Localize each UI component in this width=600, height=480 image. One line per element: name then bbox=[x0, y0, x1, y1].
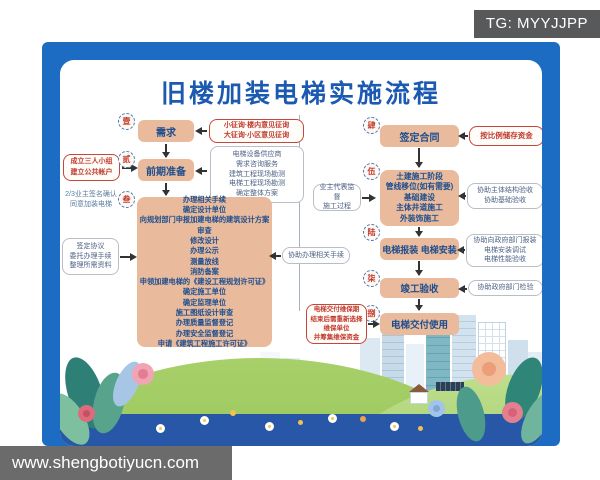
step1-note: 小征询·楼内意见征询大征询·小区意见征询 bbox=[209, 119, 304, 143]
arrow-step2-left bbox=[122, 164, 138, 172]
bud-dot-icon bbox=[230, 410, 236, 416]
step4-note: 按比例储存资金 bbox=[469, 126, 542, 146]
flower-icon bbox=[502, 402, 523, 423]
daisy-icon bbox=[156, 424, 165, 433]
arrow-step7-step8 bbox=[415, 299, 423, 311]
house-roof-icon bbox=[409, 384, 429, 392]
step3-left-note: 签定协议委托办理手续整理所需资料 bbox=[62, 238, 119, 275]
step8-left-note: 电梯交付维保期结束后需重新选择维保单位并筹集维保资金 bbox=[306, 304, 367, 344]
tg-watermark-badge: TG: MYYJJPP bbox=[473, 10, 600, 38]
arrow-step6-note bbox=[457, 246, 465, 254]
step8-badge: 捌 bbox=[363, 305, 380, 322]
step5-left-note: 业主代表监督施工过程 bbox=[313, 184, 361, 211]
step5-badge: 伍 bbox=[363, 163, 380, 180]
daisy-icon bbox=[200, 416, 209, 425]
step4-badge: 肆 bbox=[363, 117, 380, 134]
step6-badge: 陆 bbox=[363, 224, 380, 241]
house-icon bbox=[410, 392, 428, 404]
arrow-assist-step3 bbox=[269, 252, 281, 260]
arrow-step4-note bbox=[458, 132, 468, 140]
arrow-step8-left bbox=[368, 320, 380, 328]
step2-box: 前期准备 bbox=[138, 159, 194, 181]
step6-box: 电梯报装 电梯安装 bbox=[380, 238, 459, 260]
step7-badge: 柒 bbox=[363, 270, 380, 287]
bud-dot-icon bbox=[418, 426, 423, 431]
site-watermark: www.shengbotiyucn.com bbox=[0, 446, 232, 480]
flower-icon bbox=[78, 405, 95, 422]
arrow-step4-step5 bbox=[415, 148, 423, 168]
daisy-icon bbox=[328, 414, 337, 423]
flower-icon bbox=[132, 363, 154, 385]
step3-box: 办理相关手续确定设计单位向规划部门申报加建电梯的建筑设计方案审查修改设计办理公示… bbox=[137, 195, 272, 348]
daisy-icon bbox=[390, 422, 399, 431]
arrow-step3-left bbox=[120, 253, 137, 261]
step4-box: 签定合同 bbox=[380, 125, 459, 147]
step5-right-note: 协助主体结构验收协助基础验收 bbox=[467, 183, 542, 209]
solar-panel-icon bbox=[436, 382, 464, 391]
city-park-illustration bbox=[60, 60, 542, 446]
step8-box: 电梯交付使用 bbox=[380, 313, 459, 335]
step2-badge: 贰 bbox=[118, 151, 135, 168]
step7-box: 竣工验收 bbox=[380, 278, 459, 298]
arrow-step1-step2 bbox=[162, 144, 170, 158]
step1-badge: 壹 bbox=[118, 113, 135, 130]
arrow-step6-step7 bbox=[415, 261, 423, 276]
step2-left-note: 成立三人小组建立公共帐户 bbox=[63, 154, 120, 181]
poster-frame: 旧楼加装电梯实施流程 壹 需求 小征询·楼内意见征询大征询·小区意见征询 成立三… bbox=[42, 42, 560, 446]
arrow-step2-step3 bbox=[162, 183, 170, 196]
arrow-step7-note bbox=[458, 285, 467, 293]
poster-card: 旧楼加装电梯实施流程 壹 需求 小征询·楼内意见征询大征询·小区意见征询 成立三… bbox=[60, 60, 542, 446]
bud-dot-icon bbox=[360, 416, 366, 422]
flower-icon bbox=[472, 352, 506, 386]
owner-consent-note: 2/3业主签名确认同意加装电梯 bbox=[65, 191, 117, 209]
step3-badge: 叁 bbox=[118, 191, 135, 208]
step5-box: 土建施工阶段管线移位(如有需要)基础建设主体井道施工外装饰施工 bbox=[380, 170, 459, 226]
step1-box: 需求 bbox=[138, 120, 194, 142]
column-divider bbox=[299, 115, 300, 311]
step7-right-note: 协助政府部门检验 bbox=[468, 280, 542, 296]
step2-right-note: 电梯设备供应商需求咨询服务建筑工程现场勘测电梯工程现场勘测确定整体方案 bbox=[210, 146, 304, 203]
assist-procedures-note: 协助办理相关手续 bbox=[282, 247, 350, 264]
arrow-step5-left bbox=[362, 194, 376, 202]
arrow-step5-step6 bbox=[415, 227, 423, 237]
flower-icon bbox=[428, 400, 445, 417]
arrow-step5-note bbox=[458, 192, 466, 200]
poster-title: 旧楼加装电梯实施流程 bbox=[160, 80, 441, 108]
arrow-step1-note bbox=[195, 127, 207, 135]
daisy-icon bbox=[265, 422, 274, 431]
bud-dot-icon bbox=[298, 420, 303, 425]
arrow-step2-note bbox=[195, 167, 207, 175]
step6-right-note: 协助向政府部门报装电梯安装调试电梯性能验收 bbox=[466, 234, 542, 267]
